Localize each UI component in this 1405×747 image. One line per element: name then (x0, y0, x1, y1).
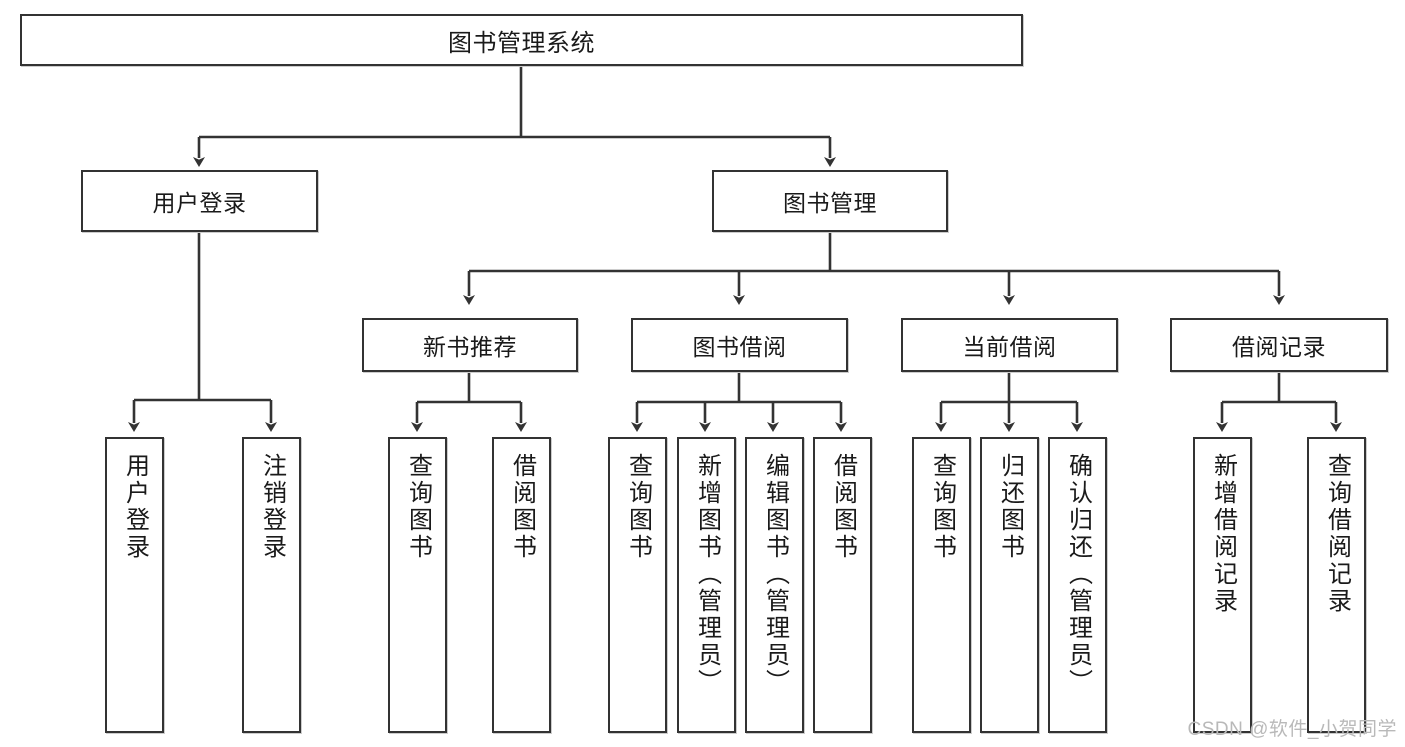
leaf-user-login-signin[interactable]: 用户登录 (105, 437, 164, 733)
node-new-book-recommend[interactable]: 新书推荐 (362, 318, 578, 372)
leaf-borrow-edit-book-admin[interactable]: 编辑图书（管理员） (745, 437, 804, 733)
leaf-current-return-book[interactable]: 归还图书 (980, 437, 1039, 733)
node-label: 查询图书 (404, 453, 432, 561)
node-label: 图书管理系统 (448, 29, 595, 57)
leaf-user-login-signout[interactable]: 注销登录 (242, 437, 301, 733)
node-label: 用户登录 (121, 453, 149, 561)
node-borrow-records[interactable]: 借阅记录 (1170, 318, 1388, 372)
node-label: 图书借阅 (692, 334, 787, 360)
node-label: 归还图书 (996, 453, 1024, 561)
leaf-borrow-borrow-book[interactable]: 借阅图书 (813, 437, 872, 733)
leaf-records-add-record[interactable]: 新增借阅记录 (1193, 437, 1252, 733)
node-label: 图书管理 (783, 190, 877, 216)
leaf-borrow-add-book-admin[interactable]: 新增图书（管理员） (677, 437, 736, 733)
leaf-current-query-book[interactable]: 查询图书 (912, 437, 971, 733)
node-book-borrow[interactable]: 图书借阅 (631, 318, 848, 372)
node-label: 借阅图书 (829, 453, 857, 561)
node-label: 查询图书 (624, 453, 652, 561)
node-label: 确认归还（管理员） (1064, 453, 1092, 696)
watermark-text: CSDN @软件_小贺同学 (1187, 719, 1397, 740)
leaf-new-book-borrow[interactable]: 借阅图书 (492, 437, 551, 733)
node-label: 新增图书（管理员） (693, 453, 721, 696)
node-label: 借阅图书 (508, 453, 536, 561)
node-label: 新书推荐 (423, 334, 517, 360)
leaf-records-query-record[interactable]: 查询借阅记录 (1307, 437, 1366, 733)
node-label: 新增借阅记录 (1209, 453, 1237, 615)
node-label: 编辑图书（管理员） (761, 453, 789, 696)
node-label: 注销登录 (258, 453, 286, 561)
leaf-new-book-query[interactable]: 查询图书 (388, 437, 447, 733)
leaf-current-confirm-return-admin[interactable]: 确认归还（管理员） (1048, 437, 1107, 733)
node-label: 当前借阅 (962, 334, 1057, 360)
node-label: 借阅记录 (1232, 334, 1326, 360)
node-label: 查询图书 (928, 453, 956, 561)
node-user-login[interactable]: 用户登录 (81, 170, 318, 232)
node-current-borrow[interactable]: 当前借阅 (901, 318, 1118, 372)
node-label: 用户登录 (152, 190, 247, 216)
leaf-borrow-query-book[interactable]: 查询图书 (608, 437, 667, 733)
node-book-management[interactable]: 图书管理 (712, 170, 948, 232)
node-root-book-management-system[interactable]: 图书管理系统 (20, 14, 1023, 66)
node-label: 查询借阅记录 (1323, 453, 1351, 615)
